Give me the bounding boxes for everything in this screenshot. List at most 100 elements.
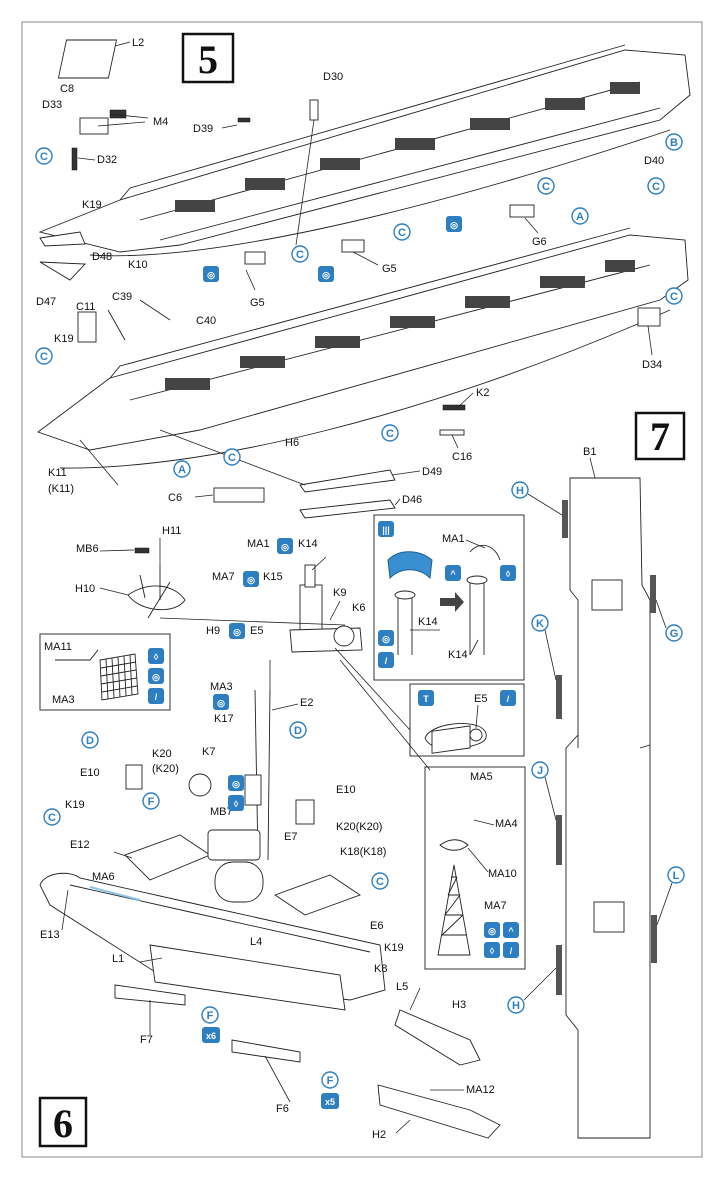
part-C16 [439,429,465,436]
part-D47 [39,261,86,281]
svg-text:E5: E5 [250,625,263,637]
svg-text:MA5: MA5 [470,771,493,783]
label-K11: K11 [48,467,67,479]
label-C16: C16 [452,451,472,463]
part-D32 [71,147,78,171]
svg-text:MA7: MA7 [484,900,507,912]
label-D40: D40 [644,155,664,167]
svg-text:MA3: MA3 [210,681,233,693]
label-D46: D46 [402,494,422,506]
svg-text:K8: K8 [374,963,387,975]
inset-antenna-labels: MA1 K14 K14 ||| ◎ / ^ ◊ [378,521,516,668]
svg-text:◎: ◎ [152,672,160,682]
part-D46 [299,499,396,519]
part-C8 [79,117,109,135]
part-G5a [244,251,266,265]
svg-text:H2: H2 [372,1129,386,1141]
svg-text:D: D [294,725,302,737]
svg-text:B: B [670,137,678,149]
svg-text:E6: E6 [370,920,383,932]
label-C11: C11 [76,301,95,313]
svg-text:MB7: MB7 [210,806,233,818]
label-K11-paren: (K11) [48,483,74,495]
svg-text:MB6: MB6 [76,543,99,555]
svg-text:L: L [673,870,680,882]
svg-text:MA1: MA1 [442,533,465,545]
svg-text:K6: K6 [352,602,365,614]
step-6-number: 6 [53,1101,73,1146]
svg-text:MA11: MA11 [44,641,72,653]
svg-text:C: C [376,876,384,888]
svg-text:E12: E12 [70,839,90,851]
svg-text:A: A [178,464,186,476]
label-K19: K19 [82,199,102,211]
part-C39 [107,309,126,341]
part-C11 [77,311,97,343]
svg-text:A: A [576,211,584,223]
svg-text:◊: ◊ [234,799,239,809]
svg-text:◎: ◎ [382,634,390,644]
svg-text:K14: K14 [448,649,468,661]
label-D30: D30 [323,71,343,83]
svg-text:E7: E7 [284,831,297,843]
svg-text:C: C [40,151,48,163]
label-D48: D48 [92,251,112,263]
label-C8: C8 [60,83,74,95]
label-B1: B1 [583,446,596,458]
svg-text:C: C [48,812,56,824]
svg-text:K: K [536,618,544,630]
step5-callouts: C C C C C C B A C C A C ◎ ◎ ◎ [35,133,683,478]
lower-hull [37,227,689,469]
label-H6: H6 [285,437,299,449]
svg-text:◊: ◊ [506,569,511,579]
label-K2: K2 [476,387,489,399]
label-C39: C39 [112,291,132,303]
label-C40: C40 [196,315,216,327]
svg-text:/: / [385,656,388,666]
label-D33: D33 [42,99,62,111]
svg-text:F: F [148,796,155,808]
part-D48 [39,231,86,247]
label-K10: K10 [128,259,148,271]
svg-text:H10: H10 [75,583,95,595]
svg-text:^: ^ [450,569,456,579]
upper-hull [38,44,691,257]
tower-assembly [289,564,363,653]
svg-text:/: / [155,692,158,702]
svg-text:K7: K7 [202,746,215,758]
svg-text:K14: K14 [298,538,318,550]
label-M4: M4 [153,116,168,128]
step-7-box [634,411,686,461]
svg-text:K20: K20 [152,748,172,760]
svg-text:C: C [542,181,550,193]
part-D39 [237,117,251,123]
label-D32: D32 [97,154,117,166]
svg-text:C: C [386,428,394,440]
part-G5b [341,239,365,253]
label-D47: D47 [36,296,56,308]
step5-labels: L2 C8 D33 M4 D32 K19 D48 K10 D47 D39 D30… [36,37,664,506]
step7-labels: B1 H G K J L H [507,446,685,1014]
svg-text:◎: ◎ [232,779,240,789]
svg-text:C: C [40,351,48,363]
step6-leaders [61,538,464,1134]
svg-text:E10: E10 [80,767,100,779]
svg-text:C: C [652,181,660,193]
part-D34 [637,307,661,327]
part-D30 [309,99,319,121]
svg-text:MA7: MA7 [212,571,235,583]
step-5-box [181,32,235,84]
svg-text:◎: ◎ [247,575,255,585]
label-D49: D49 [422,466,442,478]
svg-text:F: F [207,1010,214,1022]
label-D34: D34 [642,359,662,371]
svg-text:◎: ◎ [322,270,330,280]
svg-text:C: C [670,291,678,303]
svg-text:E13: E13 [40,929,60,941]
inset-grid: MA11 MA3 ◊ ◎ / [39,633,171,711]
step6-labels: MB6 H11 H10 H9 E5 MA1 K14 MA7 K15 K9 K6 … [40,525,495,1141]
label-G5: G5 [382,263,397,275]
svg-text:◎: ◎ [281,542,289,552]
